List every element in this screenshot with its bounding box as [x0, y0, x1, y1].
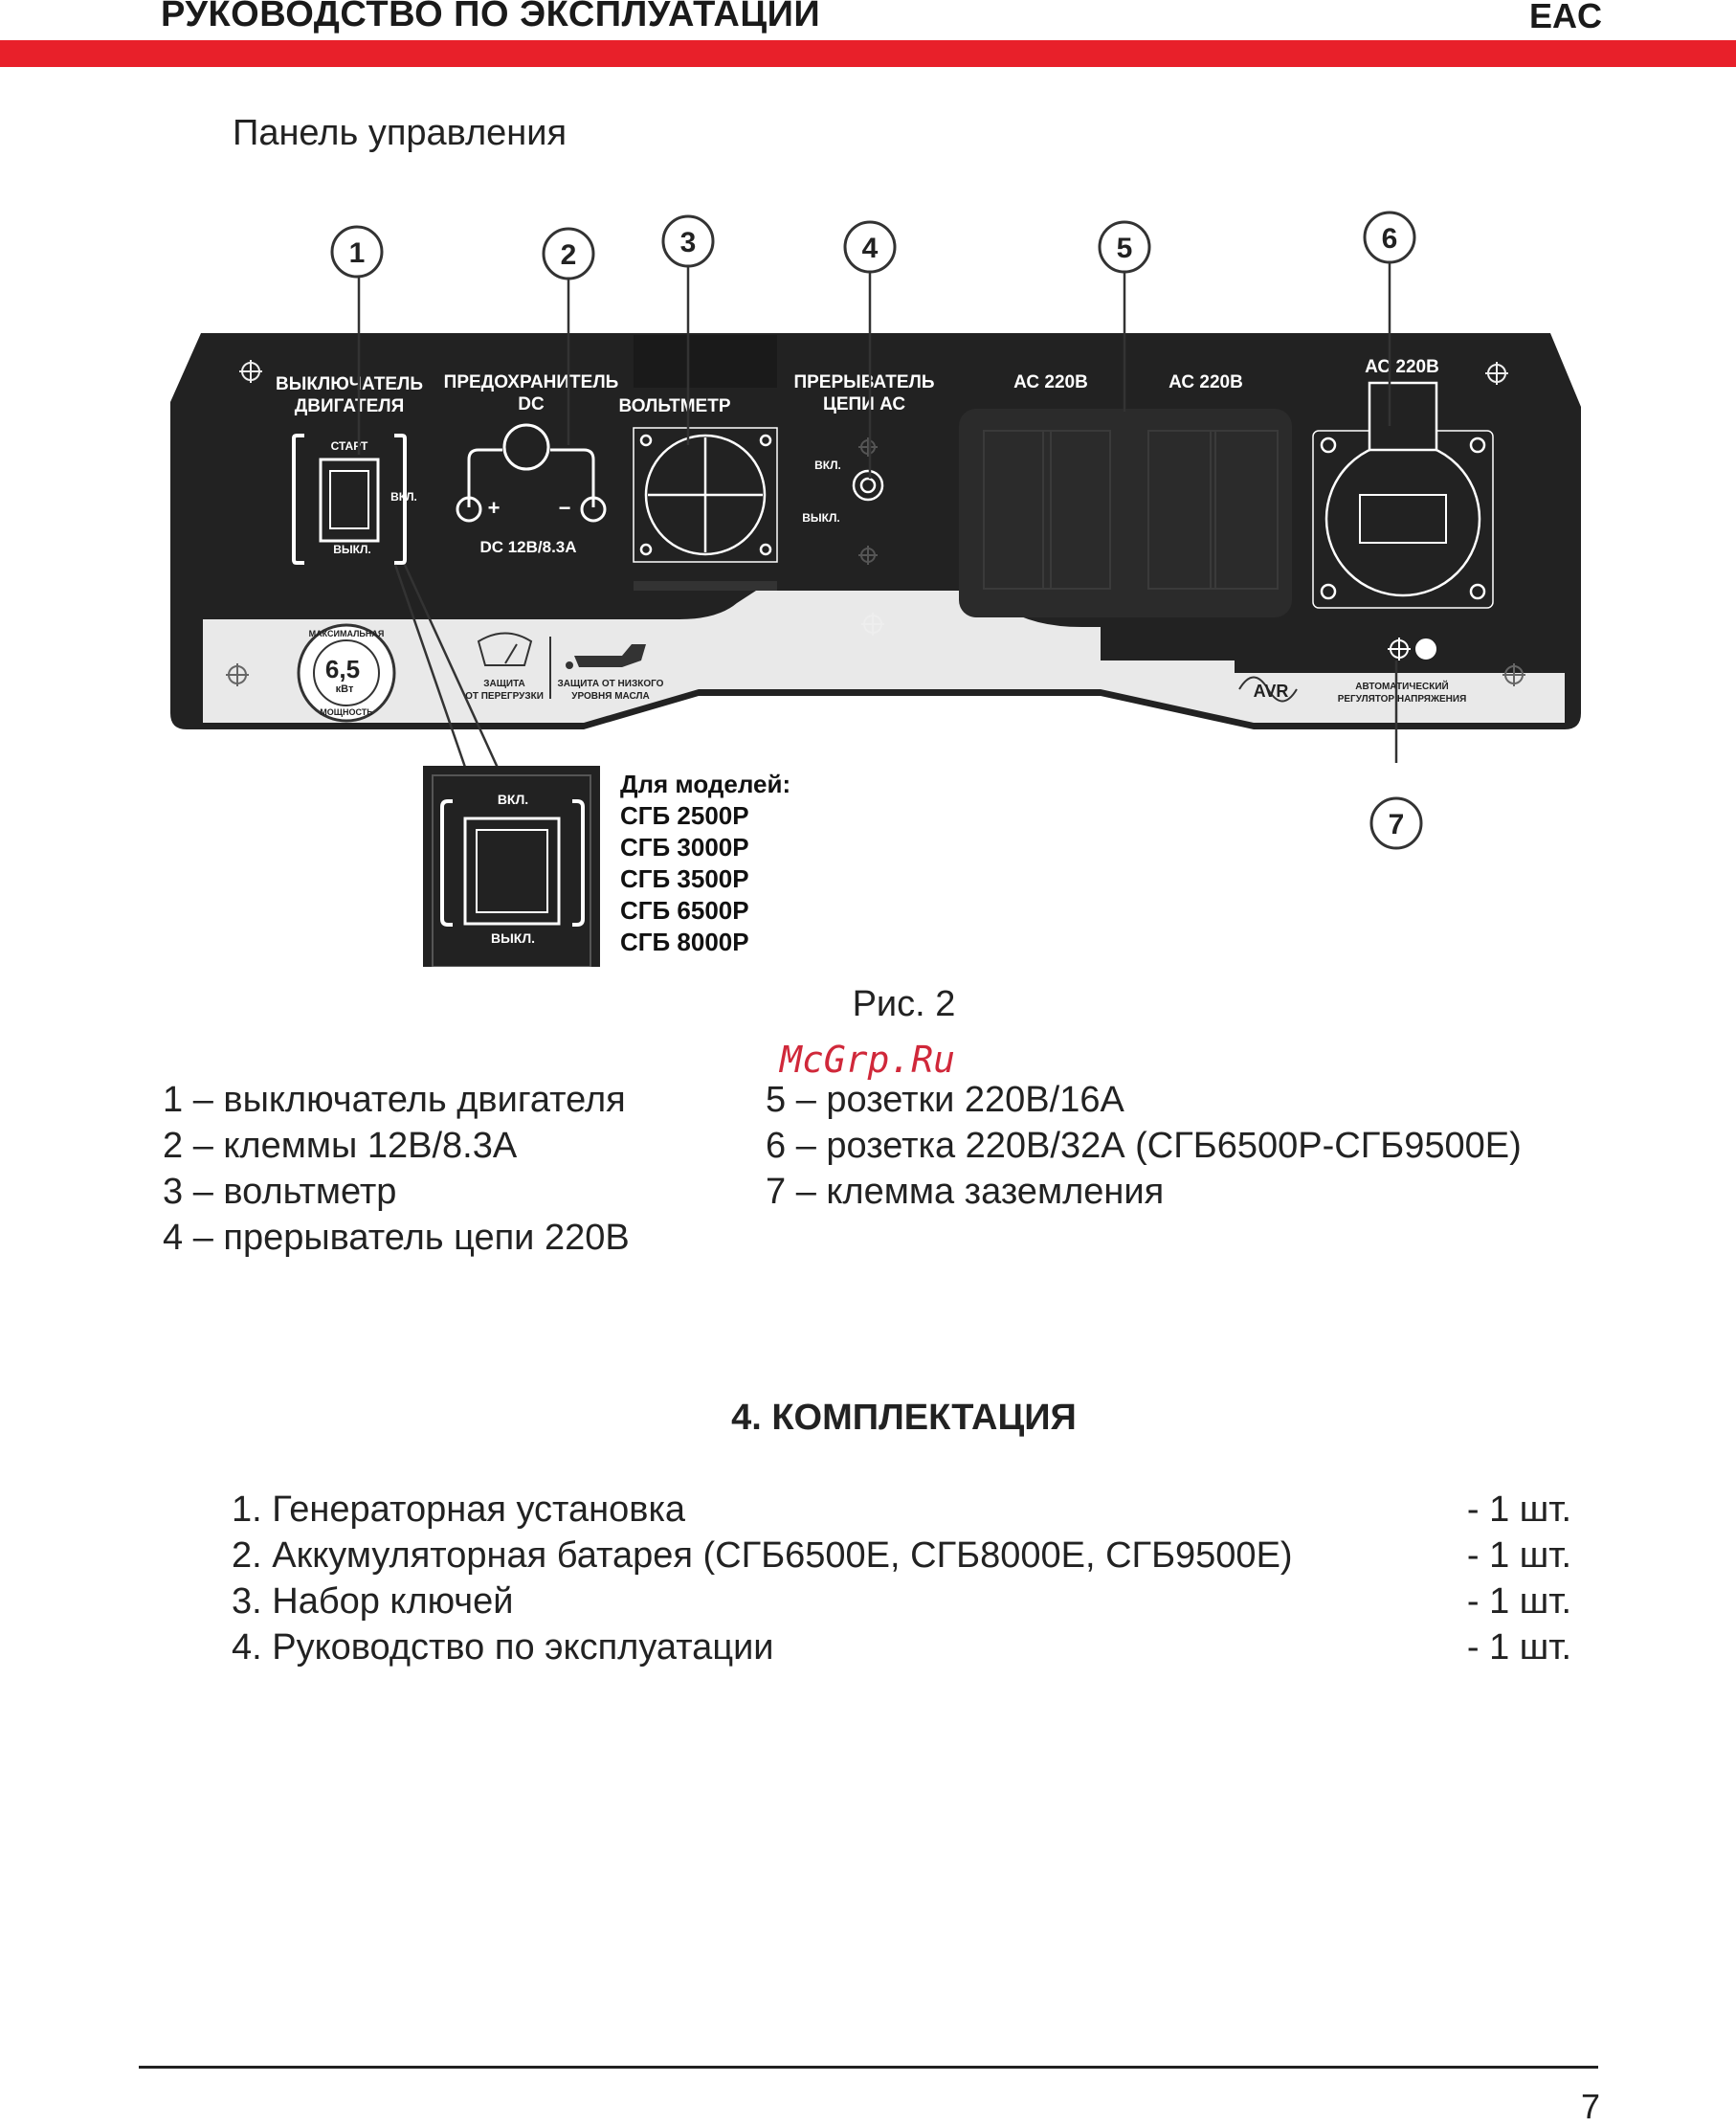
callout-7: 7 — [1389, 809, 1405, 840]
ac-16a-sockets-area — [959, 409, 1292, 617]
page-number: 7 — [1580, 2087, 1600, 2126]
section-title: 4. КОМПЛЕКТАЦИЯ — [731, 1398, 1077, 1438]
legend-item: 4 – прерыватель цепи 220В — [163, 1218, 630, 1258]
kit-item: 4. Руководство по эксплуатации — [232, 1627, 774, 1668]
callout-5: 5 — [1117, 233, 1133, 264]
off-label: ВЫКЛ. — [333, 543, 371, 556]
panel-bottom-strip — [203, 591, 1565, 723]
badge-value: 6,5 — [325, 655, 360, 683]
avr-text-1: АВТОМАТИЧЕСКИЙ — [1355, 680, 1448, 692]
dc-fuse — [456, 423, 607, 523]
kit-row: 3. Набор ключей - 1 шт. — [232, 1581, 1571, 1627]
figure-caption: Рис. 2 — [852, 984, 956, 1024]
callout-1: 1 — [349, 237, 366, 269]
voltmeter — [633, 427, 778, 563]
ac-16a-sockets — [983, 430, 1279, 590]
callout-4: 4 — [862, 233, 879, 264]
fuse-label-2: DC — [518, 394, 545, 414]
eac-mark: EAC — [1528, 0, 1602, 35]
ac-label-1: АС 220В — [1013, 372, 1088, 392]
on-label: ВКЛ. — [390, 490, 417, 504]
badge-bottom: МОЩНОСТЬ — [320, 707, 373, 717]
overload-label-2: ОТ ПЕРЕГРУЗКИ — [465, 691, 544, 702]
kit-item: 3. Набор ключей — [232, 1581, 514, 1622]
models-title: Для моделей: — [620, 770, 790, 798]
dc-spec-label: DC 12В/8.3А — [479, 538, 576, 556]
legend-right: 5 – розетки 220В/16А 6 – розетка 220В/32… — [766, 1077, 1522, 1215]
watermark: McGrp.Ru — [780, 1039, 956, 1081]
kit-qty: - 1 шт. — [1466, 1627, 1571, 1668]
inset-switch — [423, 766, 600, 968]
crosshair-marks-light — [226, 663, 1525, 686]
oil-label-1: ЗАЩИТА ОТ НИЗКОГО — [558, 679, 664, 689]
header-title: РУКОВОДСТВО ПО ЭКСПЛУАТАЦИИ — [161, 0, 821, 34]
breaker-off-label: ВЫКЛ. — [802, 511, 840, 525]
panel-title: Панель управления — [233, 113, 568, 153]
model-item: СГБ 3000Р — [620, 833, 749, 862]
ground-terminal — [1388, 638, 1436, 660]
breaker-on-label: ВКЛ. — [814, 459, 841, 472]
kit-qty: - 1 шт. — [1466, 1535, 1571, 1576]
voltmeter-bar — [634, 581, 777, 591]
power-badge — [297, 623, 396, 723]
kit-qty: - 1 шт. — [1466, 1489, 1571, 1530]
avr-logo: AVR — [1254, 682, 1289, 701]
oil-label-2: УРОВНЯ МАСЛА — [571, 691, 649, 702]
kit-row: 1. Генераторная установка - 1 шт. — [232, 1489, 1571, 1535]
overload-label-1: ЗАЩИТА — [483, 679, 525, 689]
kit-row: 4. Руководство по эксплуатации - 1 шт. — [232, 1627, 1571, 1673]
ac-label-2: АС 220В — [1168, 372, 1243, 392]
breaker-label-1: ПРЕРЫВАТЕЛЬ — [793, 372, 934, 392]
legend-left: 1 – выключатель двигателя 2 – клеммы 12В… — [163, 1077, 630, 1261]
breaker-label-2: ЦЕПИ АС — [823, 394, 905, 414]
voltmeter-label: ВОЛЬТМЕТР — [618, 396, 730, 416]
avr-wave-icon — [1238, 676, 1298, 703]
model-item: СГБ 2500Р — [620, 801, 749, 830]
voltmeter-top-block — [634, 335, 777, 388]
legend-item: 6 – розетка 220В/32А (СГБ6500Р-СГБ9500Е) — [766, 1126, 1522, 1166]
switch-label-1: ВЫКЛЮЧАТЕЛЬ — [276, 374, 423, 394]
legend-item: 2 – клеммы 12В/8.3А — [163, 1126, 518, 1166]
legend-item: 1 – выключатель двигателя — [163, 1080, 626, 1120]
callout-lines — [357, 246, 1398, 779]
footer-divider — [139, 2066, 1598, 2069]
overload-gauge-icon — [477, 632, 533, 666]
oil-can-icon — [566, 644, 646, 669]
dc-plus: + — [488, 496, 501, 520]
breaker-marks — [858, 437, 878, 565]
model-item: СГБ 3500Р — [620, 864, 749, 893]
circuit-breaker — [852, 469, 884, 502]
kit-list: 1. Генераторная установка - 1 шт. 2. Акк… — [232, 1489, 1571, 1673]
engine-switch — [292, 434, 407, 565]
control-panel-figure: ВЫКЛЮЧАТЕЛЬ ДВИГАТЕЛЯ ПРЕДОХРАНИТЕЛЬ DC … — [144, 206, 1608, 968]
avr-text-2: РЕГУЛЯТОР НАПРЯЖЕНИЯ — [1338, 694, 1467, 705]
badge-unit: кВт — [336, 683, 354, 695]
dc-minus: − — [559, 496, 571, 520]
start-label: СТАРТ — [331, 439, 368, 453]
callout-2: 2 — [561, 239, 577, 271]
inset-on-label: ВКЛ. — [498, 792, 528, 807]
legend-item: 5 – розетки 220В/16А — [766, 1080, 1124, 1120]
kit-item: 1. Генераторная установка — [232, 1489, 686, 1530]
callout-3: 3 — [680, 227, 697, 258]
crosshair-marks — [239, 360, 1508, 636]
model-item: СГБ 8000Р — [620, 928, 749, 956]
kit-qty: - 1 шт. — [1466, 1581, 1571, 1622]
legend-item: 3 – вольтметр — [163, 1172, 397, 1212]
legend-item: 7 – клемма заземления — [766, 1172, 1165, 1212]
header-red-bar — [0, 40, 1736, 67]
kit-row: 2. Аккумуляторная батарея (СГБ6500Е, СГБ… — [232, 1535, 1571, 1581]
control-panel-diagram: ВЫКЛЮЧАТЕЛЬ ДВИГАТЕЛЯ ПРЕДОХРАНИТЕЛЬ DC … — [170, 211, 1581, 968]
ac-32a-socket — [1312, 381, 1494, 609]
callout-6: 6 — [1382, 223, 1398, 255]
model-item: СГБ 6500Р — [620, 896, 749, 925]
fuse-label-1: ПРЕДОХРАНИТЕЛЬ — [444, 372, 619, 392]
ac-label-3: АС 220В — [1365, 357, 1439, 377]
inset-off-label: ВЫКЛ. — [491, 930, 535, 946]
switch-label-2: ДВИГАТЕЛЯ — [295, 396, 405, 416]
badge-top: МАКСИМАЛЬНАЯ — [309, 629, 385, 638]
kit-item: 2. Аккумуляторная батарея (СГБ6500Е, СГБ… — [232, 1535, 1293, 1576]
callout-circles — [330, 211, 1423, 850]
